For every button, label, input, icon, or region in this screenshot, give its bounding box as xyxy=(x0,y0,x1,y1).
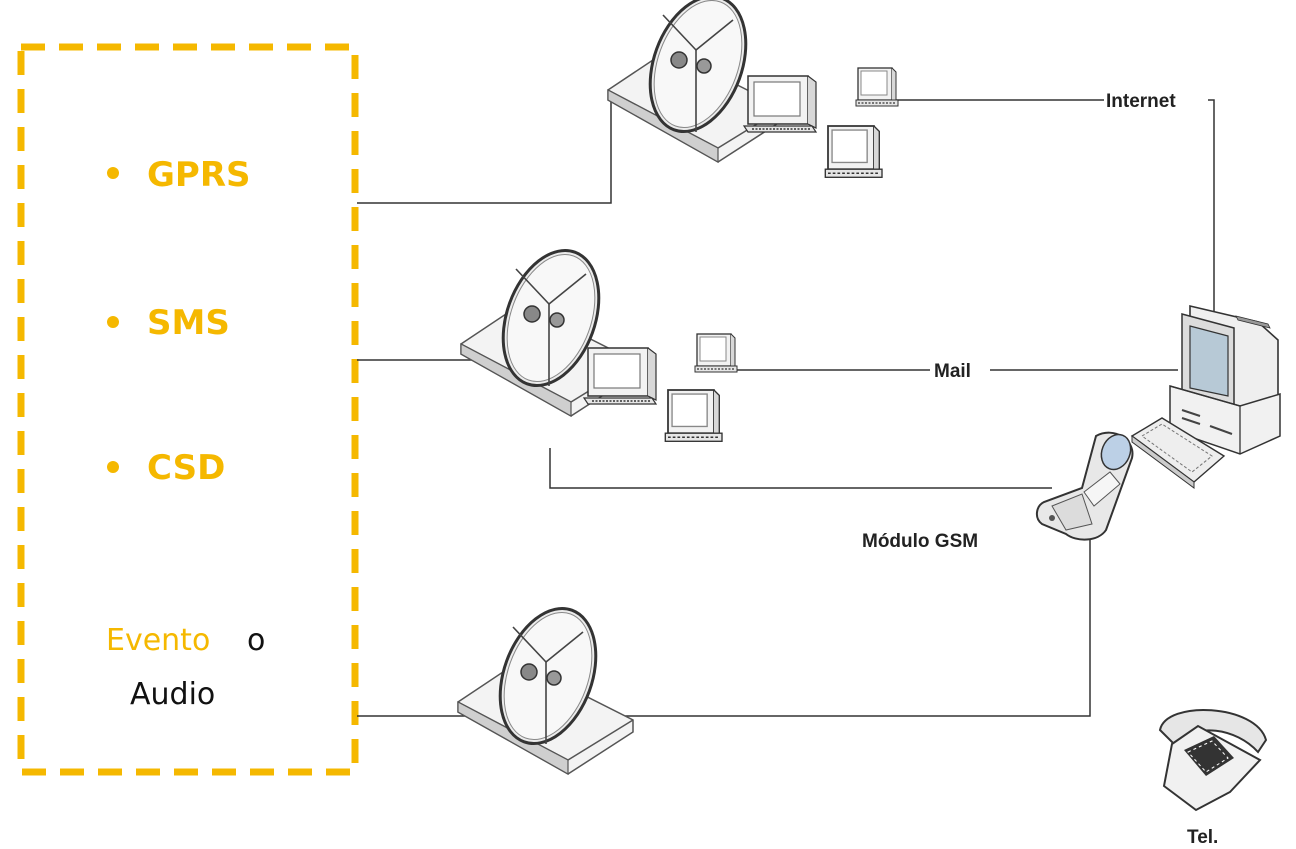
event-word-o: o xyxy=(247,623,265,658)
label-gsm-module: Módulo GSM xyxy=(862,531,978,552)
channel-sms: SMS xyxy=(147,303,230,343)
terminal-gprs-second xyxy=(824,125,883,179)
terminal-gprs-main xyxy=(743,75,817,133)
channel-gprs: GPRS xyxy=(147,155,251,195)
label-internet: Internet xyxy=(1106,91,1176,112)
channel-box xyxy=(17,43,359,776)
desktop-computer xyxy=(1169,304,1281,455)
gsm-module-icon xyxy=(1036,431,1134,541)
event-label: Evento o Audio xyxy=(106,623,265,712)
event-word-evento: Evento xyxy=(106,623,210,658)
terminal-sms-small xyxy=(694,333,738,373)
label-mail: Mail xyxy=(934,361,971,382)
bullet-csd xyxy=(107,461,119,473)
bullet-gprs xyxy=(107,167,119,179)
terminal-gprs-small xyxy=(855,67,899,107)
connection-lines xyxy=(357,99,1215,717)
telephone-icon xyxy=(1158,708,1268,812)
channel-csd: CSD xyxy=(147,448,225,488)
event-word-audio: Audio xyxy=(130,677,215,712)
terminal-sms-second xyxy=(664,389,723,443)
keyboard xyxy=(1130,417,1226,489)
channel-list: GPRS SMS CSD xyxy=(107,155,251,488)
dish-station-csd xyxy=(456,593,635,776)
label-telephone: Tel. xyxy=(1187,827,1218,848)
bullet-sms xyxy=(107,316,119,328)
terminal-sms-main xyxy=(583,347,657,405)
